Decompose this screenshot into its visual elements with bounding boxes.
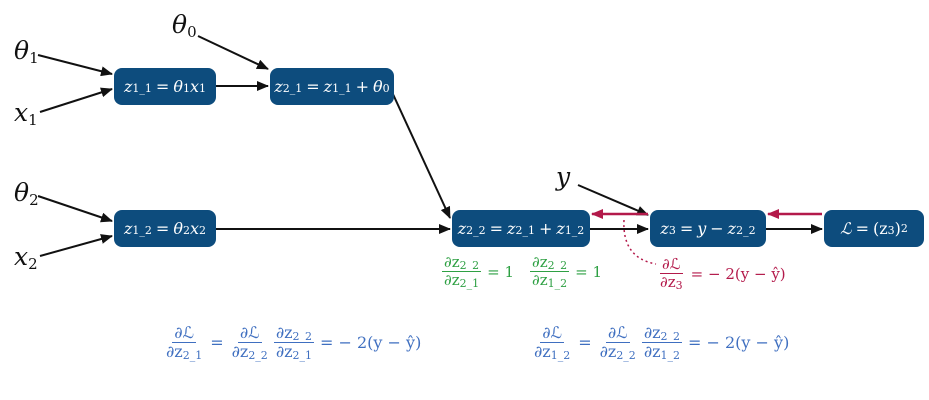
chain-rule-z12: ∂ℒ∂z1_2 = ∂ℒ∂z2_2 ∂z2_2∂z1_2 = − 2(y − ŷ… (534, 323, 790, 363)
gradient-annotation-link (623, 219, 657, 265)
local-grad-loss-z3: ∂ℒ∂z3 = − 2(y − ŷ) (660, 255, 786, 293)
edge-x1-z11 (39, 87, 113, 113)
edge-theta0-z21 (197, 35, 269, 70)
edge-x2-z12 (39, 234, 113, 257)
input-x1: x1 (14, 98, 38, 129)
local-grad-z22-z12: ∂z2_2∂z1_2 = 1 (530, 253, 603, 291)
edge-theta1-z11 (37, 54, 113, 77)
input-theta1: θ1 (14, 36, 39, 67)
input-theta2: θ2 (14, 178, 39, 209)
edge-theta2-z12 (37, 195, 113, 223)
edge-z21-z22 (391, 91, 451, 219)
input-y: y (556, 162, 571, 191)
input-theta0: θ0 (172, 10, 197, 41)
local-grad-z22-z21: ∂z2_2∂z2_1 = 1 (442, 253, 515, 291)
input-x2: x2 (14, 242, 38, 273)
chain-rule-z21: ∂ℒ∂z2_1 = ∂ℒ∂z2_2 ∂z2_2∂z2_1 = − 2(y − ŷ… (166, 323, 422, 363)
edge-y-z3 (577, 184, 649, 216)
